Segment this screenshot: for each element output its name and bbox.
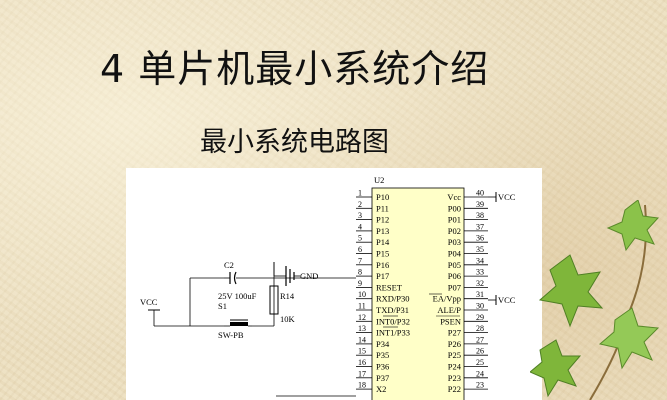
pin-label: RXD/P30 — [376, 294, 410, 304]
pin-number: 13 — [358, 324, 366, 333]
chip-body — [371, 187, 465, 400]
pin-number: 34 — [476, 256, 484, 265]
pin-number: 30 — [476, 302, 484, 311]
schematic-diagram: U2 1 P10 2 P11 3 P12 4 P13 5 P14 6 P15 7 P16 8 P17 9 RESE… — [126, 168, 542, 400]
vcc31-label: VCC — [498, 295, 516, 305]
pin-label: EA/Vpp — [433, 294, 461, 304]
schematic-svg: U2 1 P10 2 P11 3 P12 4 P13 5 P14 6 P15 7 P16 8 P17 9 RESE… — [140, 175, 516, 400]
pin-label: INT1/P33 — [376, 328, 410, 338]
pin-number: 29 — [476, 313, 484, 322]
pin-label: P11 — [376, 203, 389, 213]
resistor-body — [269, 285, 279, 315]
pin-number: 1 — [358, 189, 362, 198]
pin-label: P24 — [448, 362, 462, 372]
pin-number: 35 — [476, 245, 484, 254]
pin-number: 10 — [358, 290, 366, 299]
pin-label: P03 — [448, 237, 461, 247]
pin-number: 25 — [476, 358, 484, 367]
pin-number: 7 — [358, 256, 362, 265]
leaf-icon — [538, 254, 604, 328]
pin-number: 36 — [476, 234, 484, 243]
switch-value: SW-PB — [218, 330, 244, 340]
pin-label: TXD/P31 — [376, 305, 409, 315]
pin-number: 32 — [476, 279, 484, 288]
vcc-left-label: VCC — [140, 297, 158, 307]
pin-label: P22 — [448, 384, 461, 394]
pin-label: P23 — [448, 373, 461, 383]
pin-number: 28 — [476, 324, 484, 333]
pin-label: P25 — [448, 350, 461, 360]
pin-label: P26 — [448, 339, 461, 349]
leaf-icon — [606, 200, 660, 252]
vcc40-label: VCC — [498, 192, 516, 202]
pin-number: 38 — [476, 211, 484, 220]
pin-label: P14 — [376, 237, 390, 247]
pin-number: 15 — [358, 347, 366, 356]
pin-number: 27 — [476, 335, 484, 344]
pin-number: 3 — [358, 211, 362, 220]
pin-number: 33 — [476, 268, 484, 277]
pin-label: P02 — [448, 226, 461, 236]
pin-number: 23 — [476, 381, 484, 390]
switch-body — [230, 322, 248, 326]
pin-number: 4 — [358, 222, 362, 231]
pin-number: 9 — [358, 279, 362, 288]
capacitor-name: C2 — [224, 260, 234, 270]
pin-label: INT0/P32 — [376, 316, 410, 326]
leaf-icon — [530, 339, 582, 398]
pin-number: 39 — [476, 200, 484, 209]
pin-label: Vcc — [447, 192, 461, 202]
pin-number: 17 — [358, 369, 366, 378]
pin-label: P10 — [376, 192, 389, 202]
pin-number: 14 — [358, 335, 366, 344]
resistor-name: R14 — [280, 291, 295, 301]
pin-number: 26 — [476, 347, 484, 356]
pin-label: P01 — [448, 215, 461, 225]
slide-title: 4 单片机最小系统介绍 — [100, 47, 490, 91]
pin-label: P12 — [376, 215, 389, 225]
pin-number: 11 — [358, 302, 366, 311]
pin-number: 16 — [358, 358, 366, 367]
pin-number: 18 — [358, 381, 366, 390]
pin-label: P04 — [448, 249, 462, 259]
pin-number: 5 — [358, 234, 362, 243]
ivy-leaves-decoration — [530, 200, 660, 400]
pin-number: 31 — [476, 290, 484, 299]
pin-label: P16 — [376, 260, 389, 270]
pin-number: 37 — [476, 222, 484, 231]
pin-label: P36 — [376, 362, 389, 372]
pin-label: RESET — [376, 282, 403, 292]
pin-label: P27 — [448, 328, 461, 338]
pin-label: P34 — [376, 339, 390, 349]
chip-designator: U2 — [374, 175, 384, 185]
pin-label: P13 — [376, 226, 389, 236]
pin-number: 24 — [476, 369, 484, 378]
pin-label: P35 — [376, 350, 389, 360]
resistor-value: 10K — [280, 314, 296, 324]
pin-number: 8 — [358, 268, 362, 277]
pin-label: ALE/P — [437, 305, 461, 315]
pin-label: P05 — [448, 260, 461, 270]
pin-label: P17 — [376, 271, 389, 281]
pin-label: P06 — [448, 271, 461, 281]
pin-label: P15 — [376, 249, 389, 259]
capacitor-value: 25V 100uF — [218, 291, 257, 301]
chip-pins: 1 P10 2 P11 3 P12 4 P13 5 P14 6 P15 7 P16 8 P17 9 RESET 10… — [356, 189, 488, 394]
switch-name: S1 — [218, 301, 227, 311]
pin-label: P00 — [448, 203, 461, 213]
pin-label: PSEN — [440, 316, 461, 326]
pin-label: P37 — [376, 373, 389, 383]
capacitor-curved-plate — [233, 271, 237, 285]
pin-number: 6 — [358, 245, 362, 254]
pin-label: P07 — [448, 282, 461, 292]
leaf-icon — [598, 307, 660, 370]
pin-number: 40 — [476, 189, 484, 198]
gnd-label: GND — [300, 271, 318, 281]
pin-number: 2 — [358, 200, 362, 209]
pin-number: 12 — [358, 313, 366, 322]
pin-label: X2 — [376, 384, 386, 394]
slide-subtitle: 最小系统电路图 — [200, 127, 389, 158]
